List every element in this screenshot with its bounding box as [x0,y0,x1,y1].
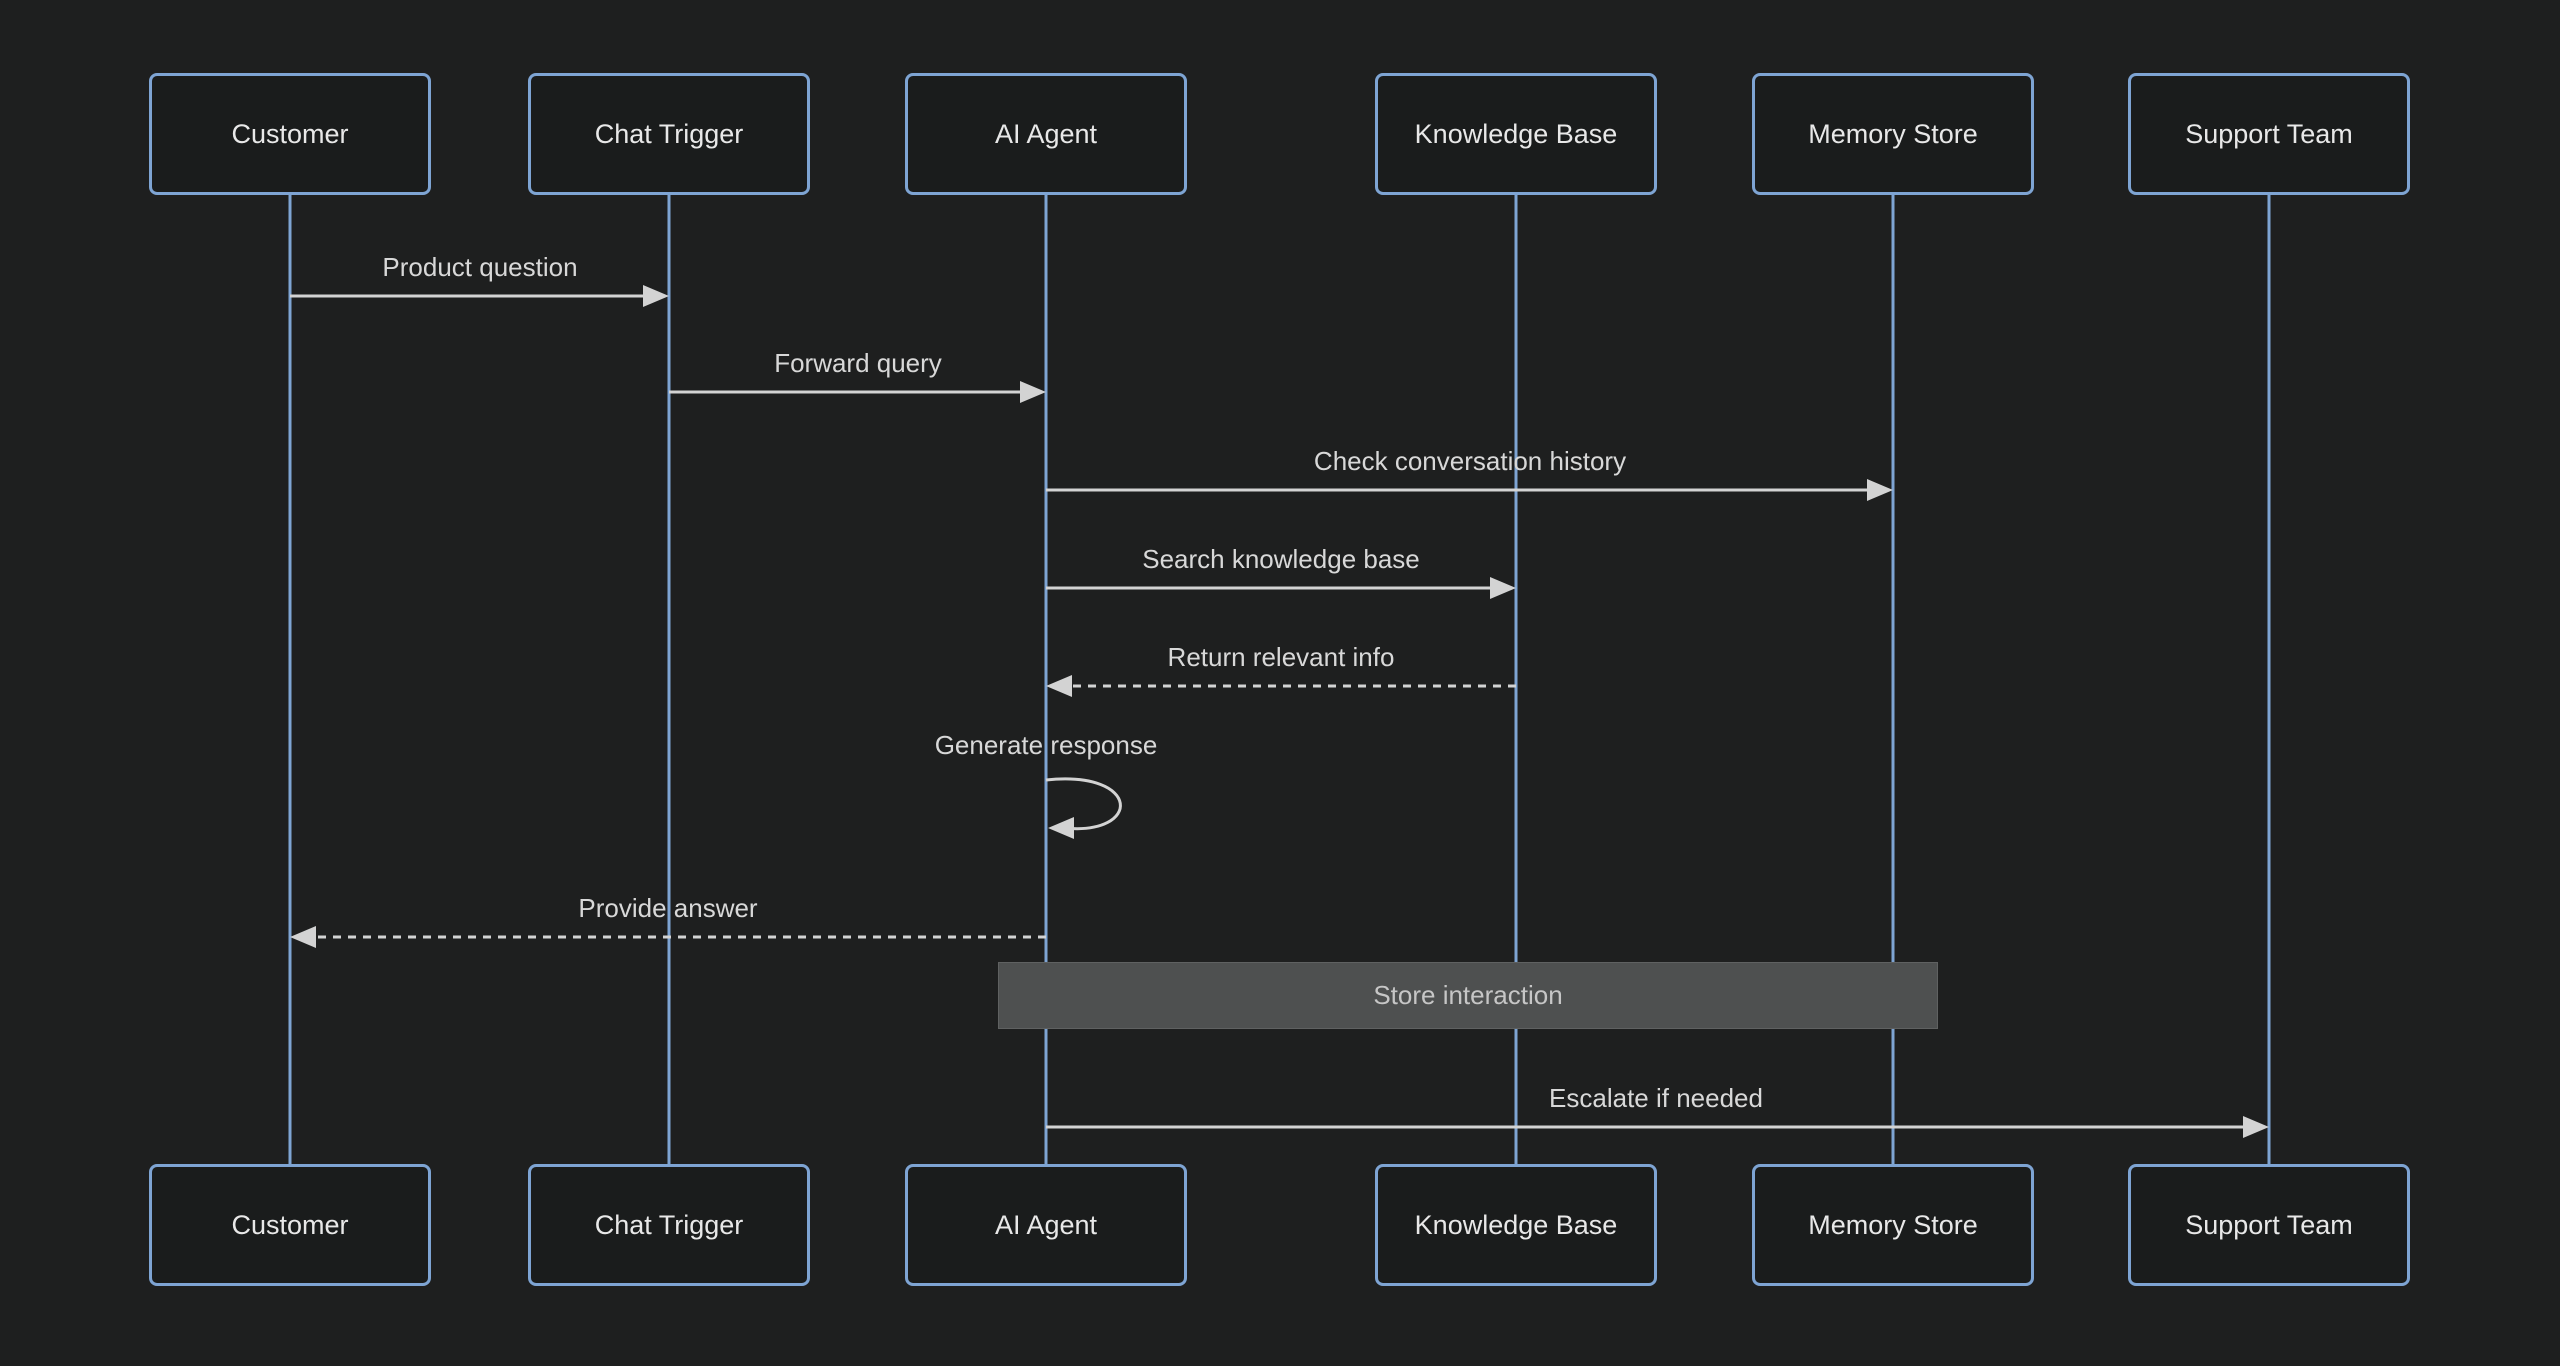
actor-box-support-team-top: Support Team [2128,73,2410,195]
message-label-forward-query: Forward query [774,348,942,378]
message-arrows [290,285,2269,1138]
message-label-return-relevant-info: Return relevant info [1167,642,1395,672]
arrow-check-conversation-history [1046,479,1893,501]
actor-box-customer-bottom: Customer [149,1164,431,1286]
arrow-escalate-if-needed [1046,1116,2269,1138]
message-label-escalate-if-needed: Escalate if needed [1549,1083,1763,1113]
actor-box-ai-agent-bottom: AI Agent [905,1164,1187,1286]
actor-box-chat-trigger-top: Chat Trigger [528,73,810,195]
actor-box-ai-agent-top: AI Agent [905,73,1187,195]
arrow-product-question [290,285,669,307]
message-label-product-question: Product question [382,252,578,282]
actor-box-support-team-bottom: Support Team [2128,1164,2410,1286]
actor-box-chat-trigger-bottom: Chat Trigger [528,1164,810,1286]
message-label-search-knowledge-base: Search knowledge base [1142,544,1420,574]
arrow-provide-answer [290,926,1046,948]
actor-box-customer-top: Customer [149,73,431,195]
lifelines [288,195,2271,1164]
message-label-check-conversation-history: Check conversation history [1313,446,1627,476]
actor-box-memory-store-top: Memory Store [1752,73,2034,195]
arrow-forward-query [669,381,1046,403]
message-label-generate-response: Generate response [934,730,1158,760]
note-store-interaction: Store interaction [998,962,1938,1029]
arrow-search-knowledge-base [1046,577,1516,599]
actor-box-knowledge-base-bottom: Knowledge Base [1375,1164,1657,1286]
message-label-provide-answer: Provide answer [578,893,758,923]
arrow-generate-response-self-loop [1045,777,1122,839]
actor-box-knowledge-base-top: Knowledge Base [1375,73,1657,195]
arrow-return-relevant-info [1046,675,1516,697]
actor-box-memory-store-bottom: Memory Store [1752,1164,2034,1286]
